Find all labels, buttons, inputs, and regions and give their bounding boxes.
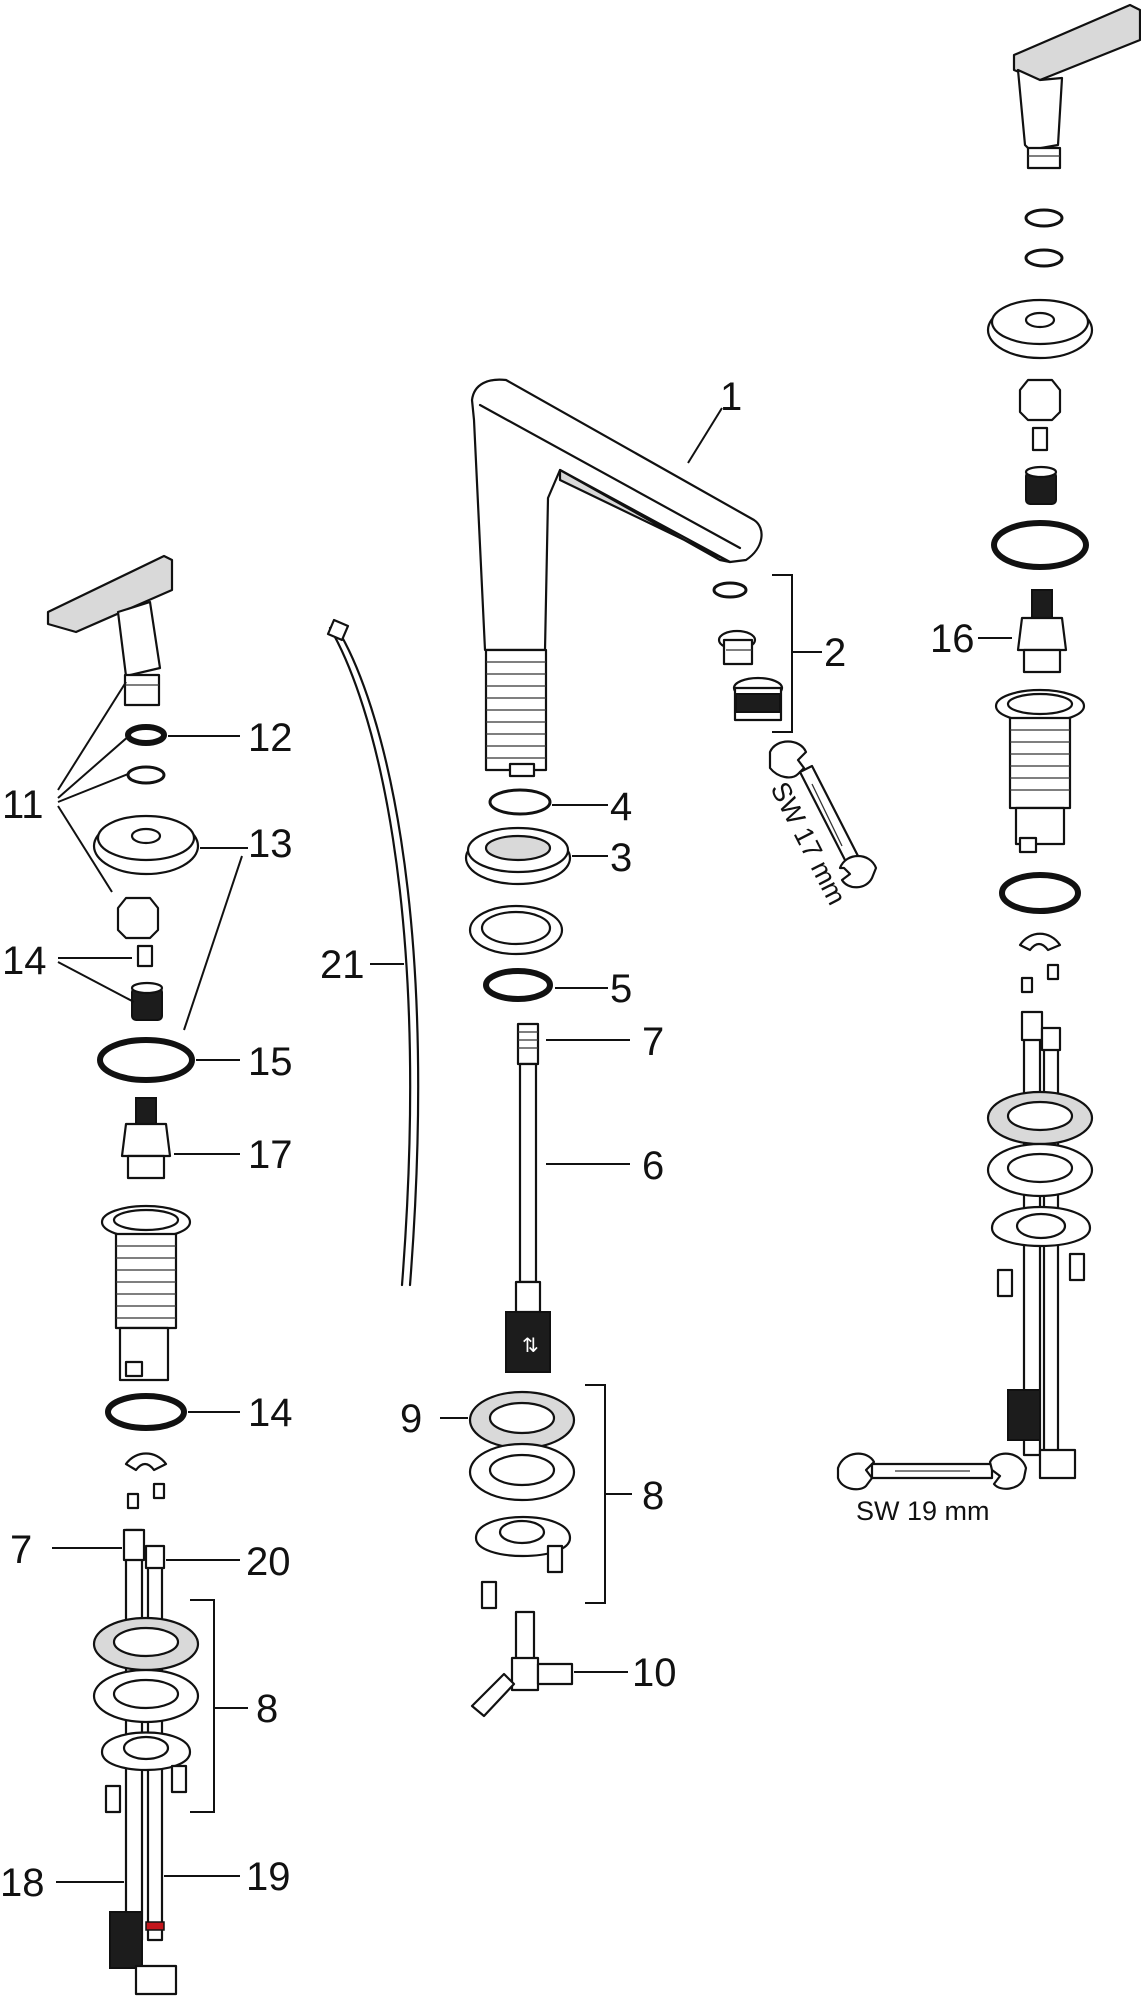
left-clip [124, 1452, 168, 1472]
left-threaded-body [100, 1204, 192, 1382]
callout-12: 12 [248, 716, 293, 760]
leader-14-b [57, 961, 135, 1003]
bracket-2 [772, 574, 793, 733]
callout-5: 5 [610, 967, 632, 1011]
left-small-oring-b [126, 765, 166, 785]
right-flange-screw-a [996, 1268, 1014, 1298]
left-large-oring [97, 1037, 195, 1083]
right-dark-cap [1024, 465, 1058, 505]
left-tube-nut [134, 1964, 178, 1996]
right-washer-grey-hole [1006, 1100, 1074, 1132]
callout-17: 17 [248, 1133, 293, 1177]
left-flange-screw-b [170, 1764, 188, 1794]
left-small-oring-a [125, 724, 167, 746]
callout-21: 21 [320, 943, 365, 987]
spout-nut-3 [464, 826, 572, 886]
callout-8-center: 8 [642, 1474, 664, 1518]
callout-6: 6 [642, 1144, 664, 1188]
left-cartridge [120, 1097, 172, 1180]
right-rosette [986, 298, 1094, 360]
callout-20: 20 [246, 1540, 291, 1584]
right-tube-nut [1038, 1448, 1077, 1480]
right-clip-screw-a [1020, 976, 1034, 994]
right-handle-assembly: 16 [930, 3, 1141, 1480]
right-body-oring [999, 872, 1081, 914]
right-flange-screw-b [1068, 1252, 1086, 1282]
aerator-seal [712, 581, 748, 599]
left-handle-lever [46, 554, 174, 707]
right-clip [1018, 932, 1062, 952]
wrench-17mm [768, 740, 878, 889]
right-tube-end-block [1007, 1389, 1041, 1441]
callout-4: 4 [610, 785, 632, 829]
left-body-oring [105, 1393, 187, 1431]
bracket-8-left [190, 1599, 215, 1813]
wrench-19mm-label: SW 19 mm [856, 1496, 990, 1526]
flexible-hose [326, 618, 420, 1287]
spout-supply-pipe: ⇅ [505, 1022, 551, 1373]
leader-11-d [57, 805, 113, 893]
right-adapter [1018, 378, 1062, 422]
wrench-19mm [836, 1452, 1028, 1491]
spout-body [470, 378, 763, 778]
leader-11-c [57, 773, 129, 803]
left-handle-assembly: 11 12 13 14 15 17 [0, 554, 293, 1996]
leader-1 [687, 407, 723, 464]
callout-18: 18 [0, 1861, 45, 1905]
right-small-oring-b [1024, 248, 1064, 268]
left-rosette [92, 814, 200, 876]
leader-11-a [57, 681, 127, 791]
leader-11-b [57, 734, 131, 799]
left-flange-screw-a [104, 1784, 122, 1814]
aerator-housing [732, 676, 784, 722]
spout-washer [468, 904, 564, 956]
left-clip-screw-a [126, 1492, 140, 1510]
right-flange-plate [990, 1206, 1092, 1247]
leader-13-b [183, 855, 243, 1031]
callout-3: 3 [610, 836, 632, 880]
callout-19: 19 [246, 1855, 291, 1899]
left-clip-screw-b [152, 1482, 166, 1500]
right-small-screw [1031, 426, 1049, 452]
left-small-screw [136, 944, 154, 968]
right-threaded-body [994, 688, 1086, 854]
t-connector [470, 1610, 574, 1718]
callout-2: 2 [824, 631, 846, 675]
right-washer-white-hole [1006, 1152, 1074, 1184]
callout-14-upper: 14 [2, 939, 47, 983]
callout-13: 13 [248, 822, 293, 866]
left-tube-end-block [109, 1911, 143, 1969]
aerator-insert [717, 629, 757, 666]
callout-1: 1 [720, 375, 742, 419]
callout-15: 15 [248, 1040, 293, 1084]
callout-11: 11 [2, 783, 44, 827]
callout-9: 9 [400, 1397, 422, 1441]
right-handle-lever [1012, 3, 1141, 170]
callout-7-center: 7 [642, 1020, 664, 1064]
left-dark-cap [130, 981, 164, 1021]
arrow-icon: ⇅ [522, 1335, 539, 1357]
hot-marker-band [145, 1921, 165, 1931]
bracket-8-center [585, 1384, 606, 1604]
left-washer-grey-hole [112, 1626, 180, 1658]
spout-oring-5 [483, 968, 553, 1002]
right-large-oring [991, 520, 1089, 570]
callout-10: 10 [632, 1651, 677, 1695]
left-washer-white-hole [112, 1678, 180, 1710]
callout-7-left: 7 [10, 1528, 32, 1572]
right-clip-screw-b [1046, 963, 1060, 981]
left-flange-plate [100, 1731, 192, 1772]
right-cartridge [1016, 589, 1068, 674]
spout-assembly: 1 2 SW 17 mm 4 [400, 375, 878, 1718]
right-small-oring-a [1024, 208, 1064, 228]
spout-oring-4 [488, 788, 552, 816]
left-adapter [116, 896, 160, 940]
callout-8-left: 8 [256, 1687, 278, 1731]
callout-16: 16 [930, 617, 975, 661]
callout-14-lower: 14 [248, 1391, 293, 1435]
spout-mounting-set [468, 1390, 576, 1610]
